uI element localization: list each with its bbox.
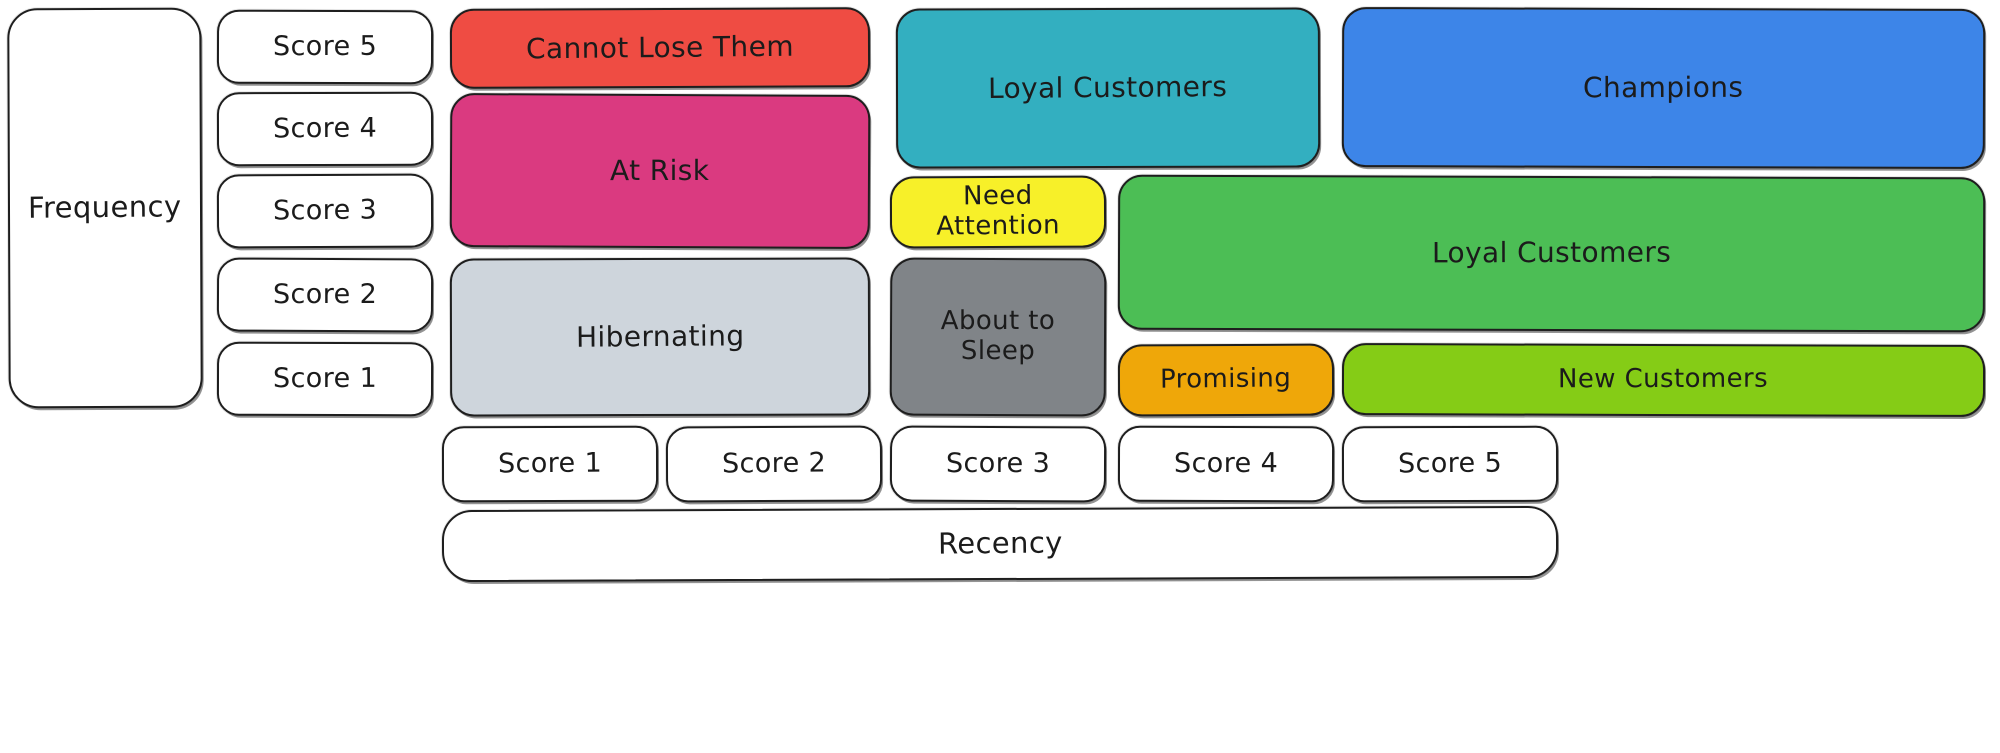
segment-cannot-lose-them[interactable]: Cannot Lose Them	[449, 7, 871, 89]
segment-about-to-sleep-label: About to Sleep	[940, 306, 1056, 367]
frequency-score-5-chip: Score 5	[216, 9, 434, 85]
segment-champions[interactable]: Champions	[1341, 6, 1986, 170]
axis-label-frequency: Frequency	[7, 7, 203, 409]
recency-score-4-chip: Score 4	[1117, 425, 1335, 503]
axis-label-frequency-text: Frequency	[28, 189, 182, 226]
segment-loyal-customers-teal[interactable]: Loyal Customers	[895, 7, 1321, 169]
frequency-score-1-chip: Score 1	[216, 341, 434, 417]
axis-label-recency-text: Recency	[937, 525, 1063, 561]
recency-score-3-label: Score 3	[945, 448, 1051, 480]
segment-loyal-customers-teal-label: Loyal Customers	[988, 69, 1228, 105]
recency-score-1-label: Score 1	[497, 448, 603, 480]
segment-cannot-lose-them-label: Cannot Lose Them	[525, 29, 795, 66]
frequency-score-4-label: Score 4	[272, 113, 378, 145]
segment-about-to-sleep[interactable]: About to Sleep	[889, 257, 1107, 417]
segment-at-risk[interactable]: At Risk	[449, 93, 871, 249]
segment-new-customers-label: New Customers	[1558, 363, 1769, 395]
segment-promising[interactable]: Promising	[1117, 343, 1335, 417]
frequency-score-2-chip: Score 2	[216, 257, 434, 333]
axis-label-recency: Recency	[441, 505, 1559, 583]
recency-score-5-chip: Score 5	[1341, 425, 1559, 503]
segment-loyal-customers-green-label: Loyal Customers	[1431, 236, 1672, 270]
frequency-score-2-label: Score 2	[272, 279, 378, 311]
frequency-score-1-label: Score 1	[272, 363, 378, 395]
segment-promising-label: Promising	[1160, 363, 1292, 395]
segment-new-customers[interactable]: New Customers	[1341, 342, 1986, 418]
recency-score-2-chip: Score 2	[665, 425, 883, 503]
frequency-score-4-chip: Score 4	[216, 91, 434, 167]
recency-score-1-chip: Score 1	[441, 425, 659, 503]
frequency-score-5-label: Score 5	[272, 31, 378, 63]
segment-need-attention[interactable]: Need Attention	[889, 175, 1107, 249]
recency-score-4-label: Score 4	[1173, 448, 1279, 480]
segment-loyal-customers-green[interactable]: Loyal Customers	[1117, 174, 1986, 333]
recency-score-3-chip: Score 3	[889, 425, 1107, 503]
segment-need-attention-label: Need Attention	[936, 180, 1061, 242]
frequency-score-3-chip: Score 3	[216, 173, 434, 249]
segment-hibernating[interactable]: Hibernating	[449, 257, 871, 417]
frequency-score-3-label: Score 3	[272, 194, 378, 227]
recency-score-5-label: Score 5	[1397, 448, 1503, 480]
segment-hibernating-label: Hibernating	[575, 319, 745, 354]
segment-at-risk-label: At Risk	[610, 153, 710, 187]
recency-score-2-label: Score 2	[721, 447, 827, 480]
segment-champions-label: Champions	[1583, 70, 1744, 105]
